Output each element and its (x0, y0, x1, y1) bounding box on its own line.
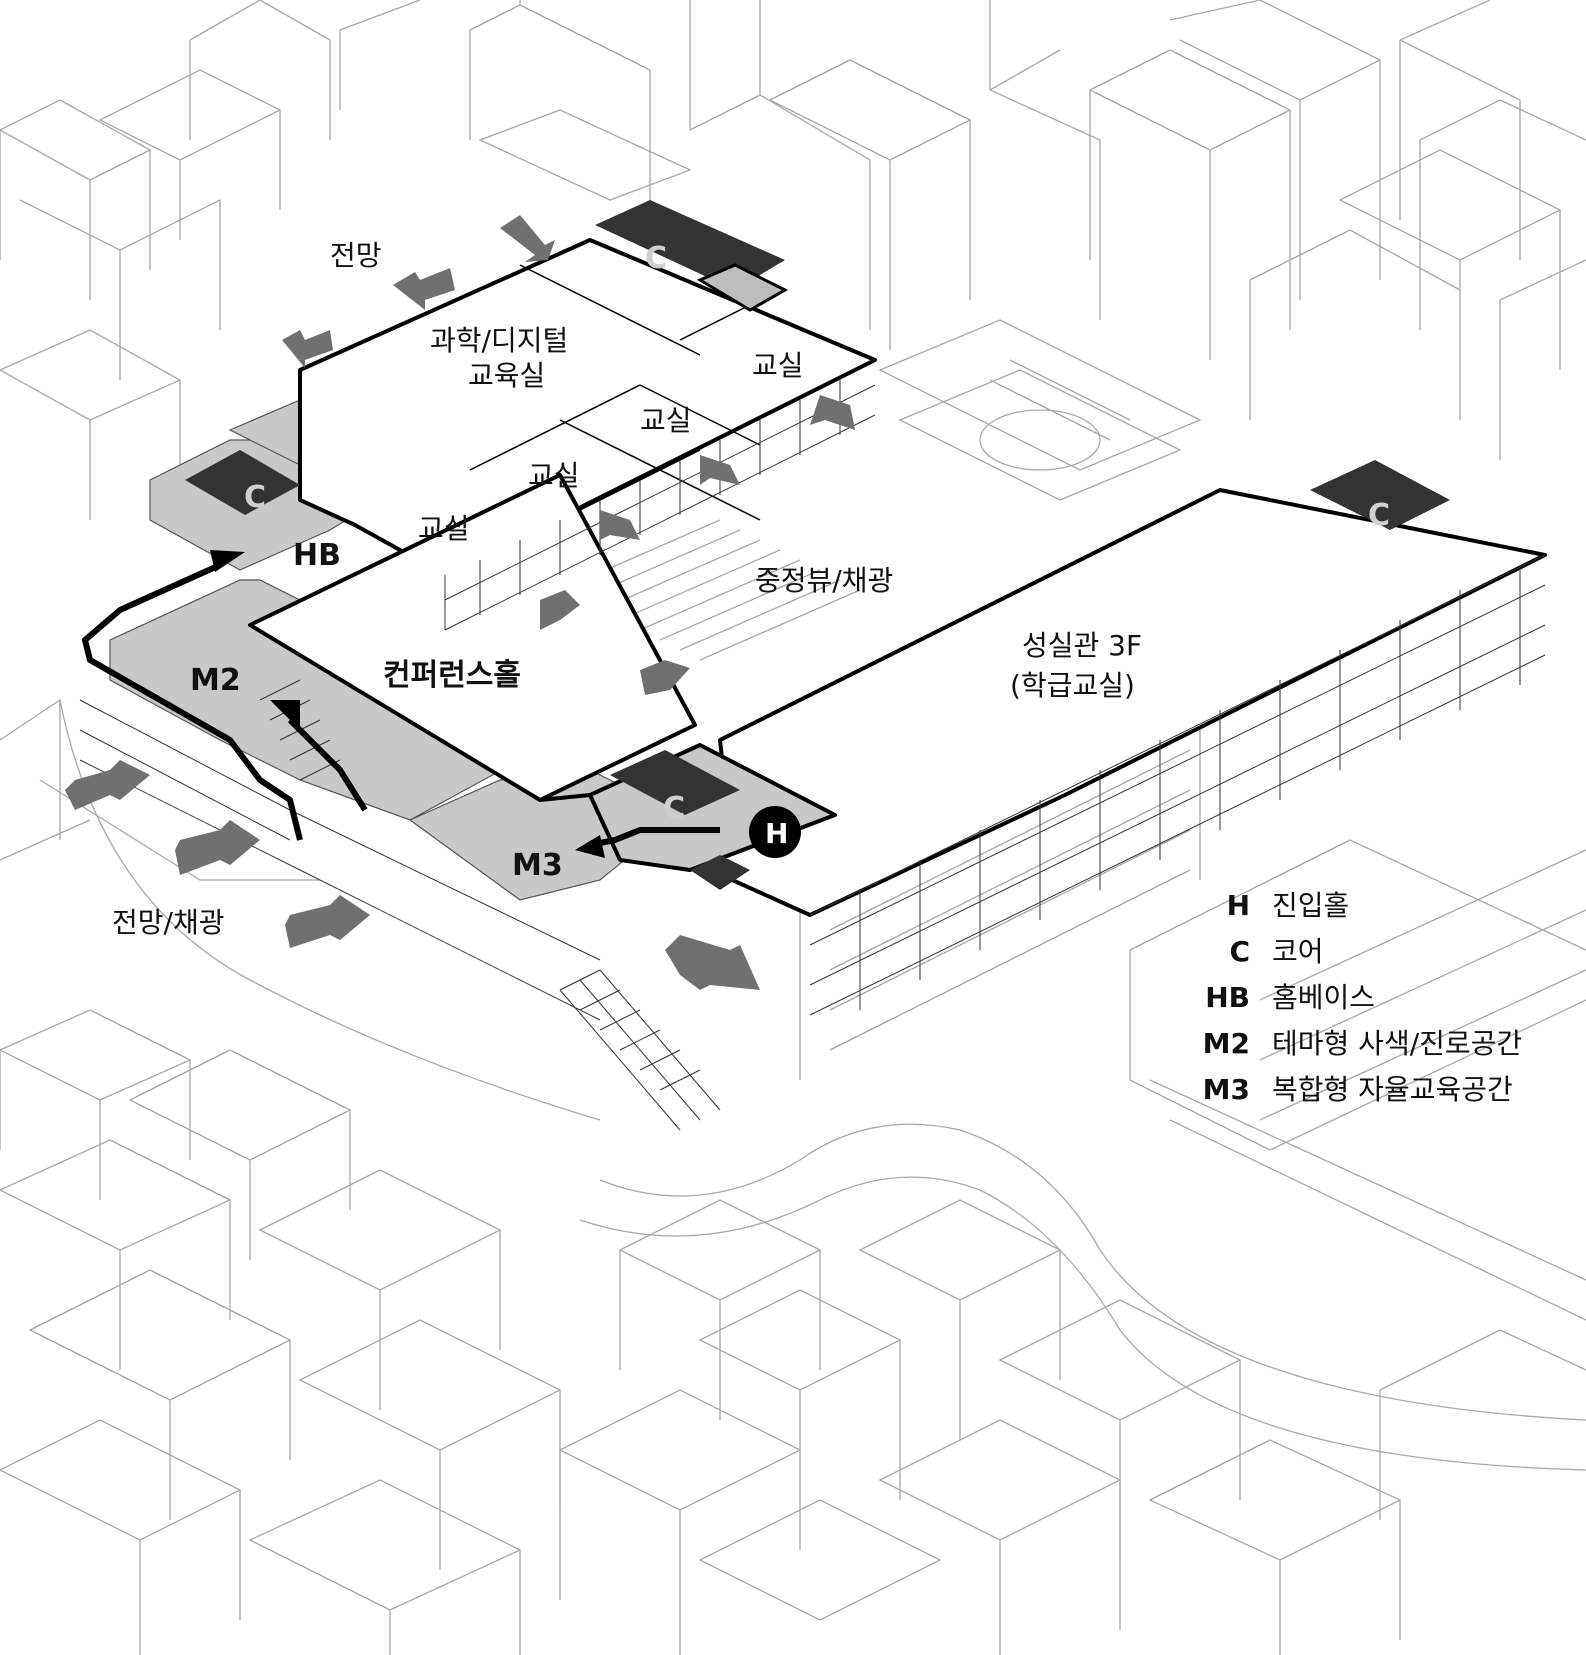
arrow-left-3 (285, 895, 370, 948)
entrance-marker (749, 806, 801, 858)
label-m3: M3 (512, 848, 563, 883)
view-arrows (65, 215, 855, 990)
legend-value: 복합형 자율교육공간 (1272, 1073, 1513, 1106)
label-core-top: C (645, 241, 667, 276)
arrow-view-top-3 (282, 330, 333, 368)
label-science-room-line1: 과학/디지털 (430, 324, 568, 357)
arrow-left-2 (175, 820, 260, 875)
arrow-court-4 (540, 590, 580, 630)
label-core-bottom: C (663, 791, 685, 826)
label-core-left: C (244, 480, 266, 515)
legend-value: 진입홀 (1272, 889, 1349, 922)
legend-key: HB (1205, 981, 1250, 1014)
label-homebase: HB (293, 538, 341, 573)
building-outlines (248, 238, 1547, 917)
label-view-light: 전망/채광 (112, 906, 224, 939)
legend-key: M2 (1203, 1027, 1250, 1060)
label-seongsil-line1: 성실관 3F (1022, 629, 1142, 662)
label-classroom-d: 교실 (418, 512, 470, 545)
label-view-top: 전망 (330, 239, 382, 272)
core-block-left (185, 450, 300, 515)
label-courtyard-view: 중정뷰/채광 (755, 564, 893, 597)
legend-key: H (1227, 889, 1250, 922)
label-classroom-b: 교실 (640, 404, 692, 437)
label-core-right: C (1368, 498, 1390, 533)
core-block-bottom-small (690, 855, 750, 890)
circulation-arrowheads (210, 550, 605, 858)
legend-key: M3 (1203, 1073, 1250, 1106)
label-seongsil-line2: (학급교실) (1010, 669, 1135, 702)
arrow-right-low (665, 935, 760, 990)
arrow-view-top-1 (500, 215, 555, 262)
label-m2: M2 (190, 663, 241, 698)
label-entrance: H (765, 817, 788, 850)
legend-value: 테마형 사색/진로공간 (1272, 1027, 1522, 1060)
arrow-court-2 (700, 455, 740, 485)
label-classroom-a: 교실 (752, 349, 804, 382)
core-block-bottom (610, 750, 740, 815)
label-conference-hall: 컨퍼런스홀 (383, 658, 521, 693)
arrow-court-3 (600, 510, 640, 540)
legend-value: 홈베이스 (1272, 981, 1375, 1014)
label-classroom-c: 교실 (528, 459, 580, 492)
core-block-right (1310, 460, 1450, 530)
core-blocks (185, 200, 1450, 890)
arrow-court-5 (640, 660, 690, 695)
arrow-court-1 (810, 395, 855, 430)
facade-details (79, 380, 1546, 1131)
legend-value: 코어 (1272, 935, 1324, 968)
legend-key: C (1229, 935, 1250, 968)
labels: 전망 과학/디지털 교육실 교실 교실 교실 교실 HB 컨퍼런스홀 M2 M3… (112, 239, 1390, 939)
label-science-room-line2: 교육실 (468, 359, 545, 392)
legend: H 진입홀 C 코어 HB 홈베이스 M2 테마형 사색/진로공간 M3 복합형 자율교육공간 (1203, 889, 1523, 1106)
arrow-left-1 (65, 760, 150, 810)
arrow-view-top-2 (393, 268, 455, 310)
core-block-top-light (696, 263, 789, 312)
